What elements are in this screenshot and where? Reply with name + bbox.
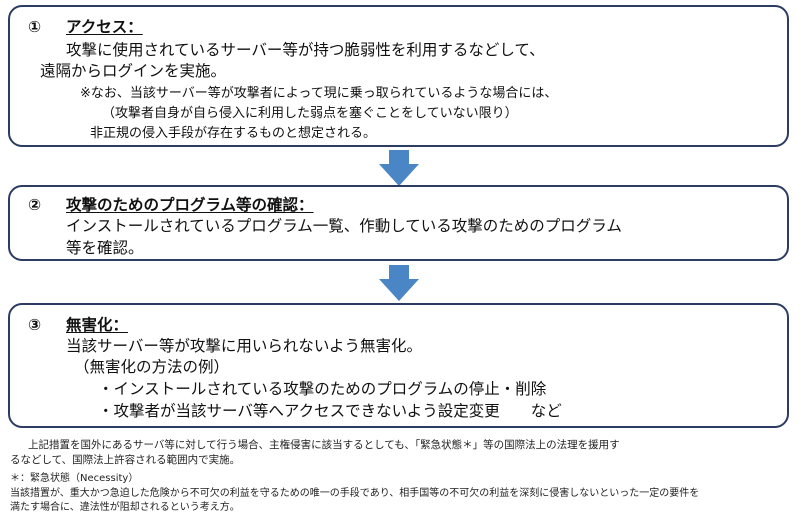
step3-number: ③ xyxy=(28,316,42,334)
step3-bullet: ・攻撃者が当該サーバ等へアクセスできないよう設定変更 など xyxy=(98,402,562,420)
step1-note-line: 非正規の侵入手段が存在するものと想定される。 xyxy=(90,126,377,141)
step1-title-text: アクセス： xyxy=(66,18,143,36)
footnote-line: 上記措置を国外にあるサーバ等に対して行う場合、主権侵害に該当するとしても、「緊急… xyxy=(28,439,620,451)
footnote-line: 当該措置が、重大かつ急迫した危険から不可欠の利益を守るための唯一の手段であり、相… xyxy=(10,488,700,499)
step3-title-text: 無害化： xyxy=(66,316,129,334)
step3-body-line: 当該サーバー等が攻撃に用いられないよう無害化。 xyxy=(66,337,423,355)
footnote-line: 満たす場合に、違法性が阻却されるという考え方。 xyxy=(10,502,240,513)
step2-body-line: 等を確認。 xyxy=(66,239,144,257)
step1-body-line: 攻撃に使用されているサーバー等が持つ脆弱性を利用するなどして、 xyxy=(66,41,545,59)
step3-example-heading: （無害化の方法の例） xyxy=(74,358,230,376)
step1-body-line: 遠隔からログインを実施。 xyxy=(40,62,227,80)
step1-title: ① アクセス： xyxy=(28,15,143,37)
step3-bullet: ・インストールされている攻撃のためのプログラムの停止・削除 xyxy=(98,380,547,398)
down-arrow-icon xyxy=(379,265,419,301)
down-arrow-icon xyxy=(379,150,419,186)
step2-title: ② 攻撃のためのプログラム等の確認： xyxy=(28,193,314,215)
step2-body-line: インストールされているプログラム一覧、作動している攻撃のためのプログラム xyxy=(66,217,622,235)
step1-note-line: ※なお、当該サーバー等が攻撃者によって現に乗っ取られているような場合には、 xyxy=(80,86,558,101)
step3-box: ③ 無害化： 当該サーバー等が攻撃に用いられないよう無害化。 （無害化の方法の例）… xyxy=(8,303,789,428)
footnote-line: ＊：緊急状態（Necessity） xyxy=(10,473,139,484)
step3-title: ③ 無害化： xyxy=(28,313,128,335)
footnote-line: るなどして、国際法上許容される範囲内で実施。 xyxy=(10,454,241,466)
step2-title-text: 攻撃のためのプログラム等の確認： xyxy=(66,196,314,214)
step1-number: ① xyxy=(28,18,42,36)
step2-number: ② xyxy=(28,196,42,214)
step1-note-line: （攻撃者自身が自ら侵入に利用した弱点を塞ぐことをしていない限り） xyxy=(102,106,518,121)
step1-box: ① アクセス： 攻撃に使用されているサーバー等が持つ脆弱性を利用するなどして、 遠… xyxy=(8,5,789,147)
step2-box: ② 攻撃のためのプログラム等の確認： インストールされているプログラム一覧、作動し… xyxy=(8,185,789,261)
